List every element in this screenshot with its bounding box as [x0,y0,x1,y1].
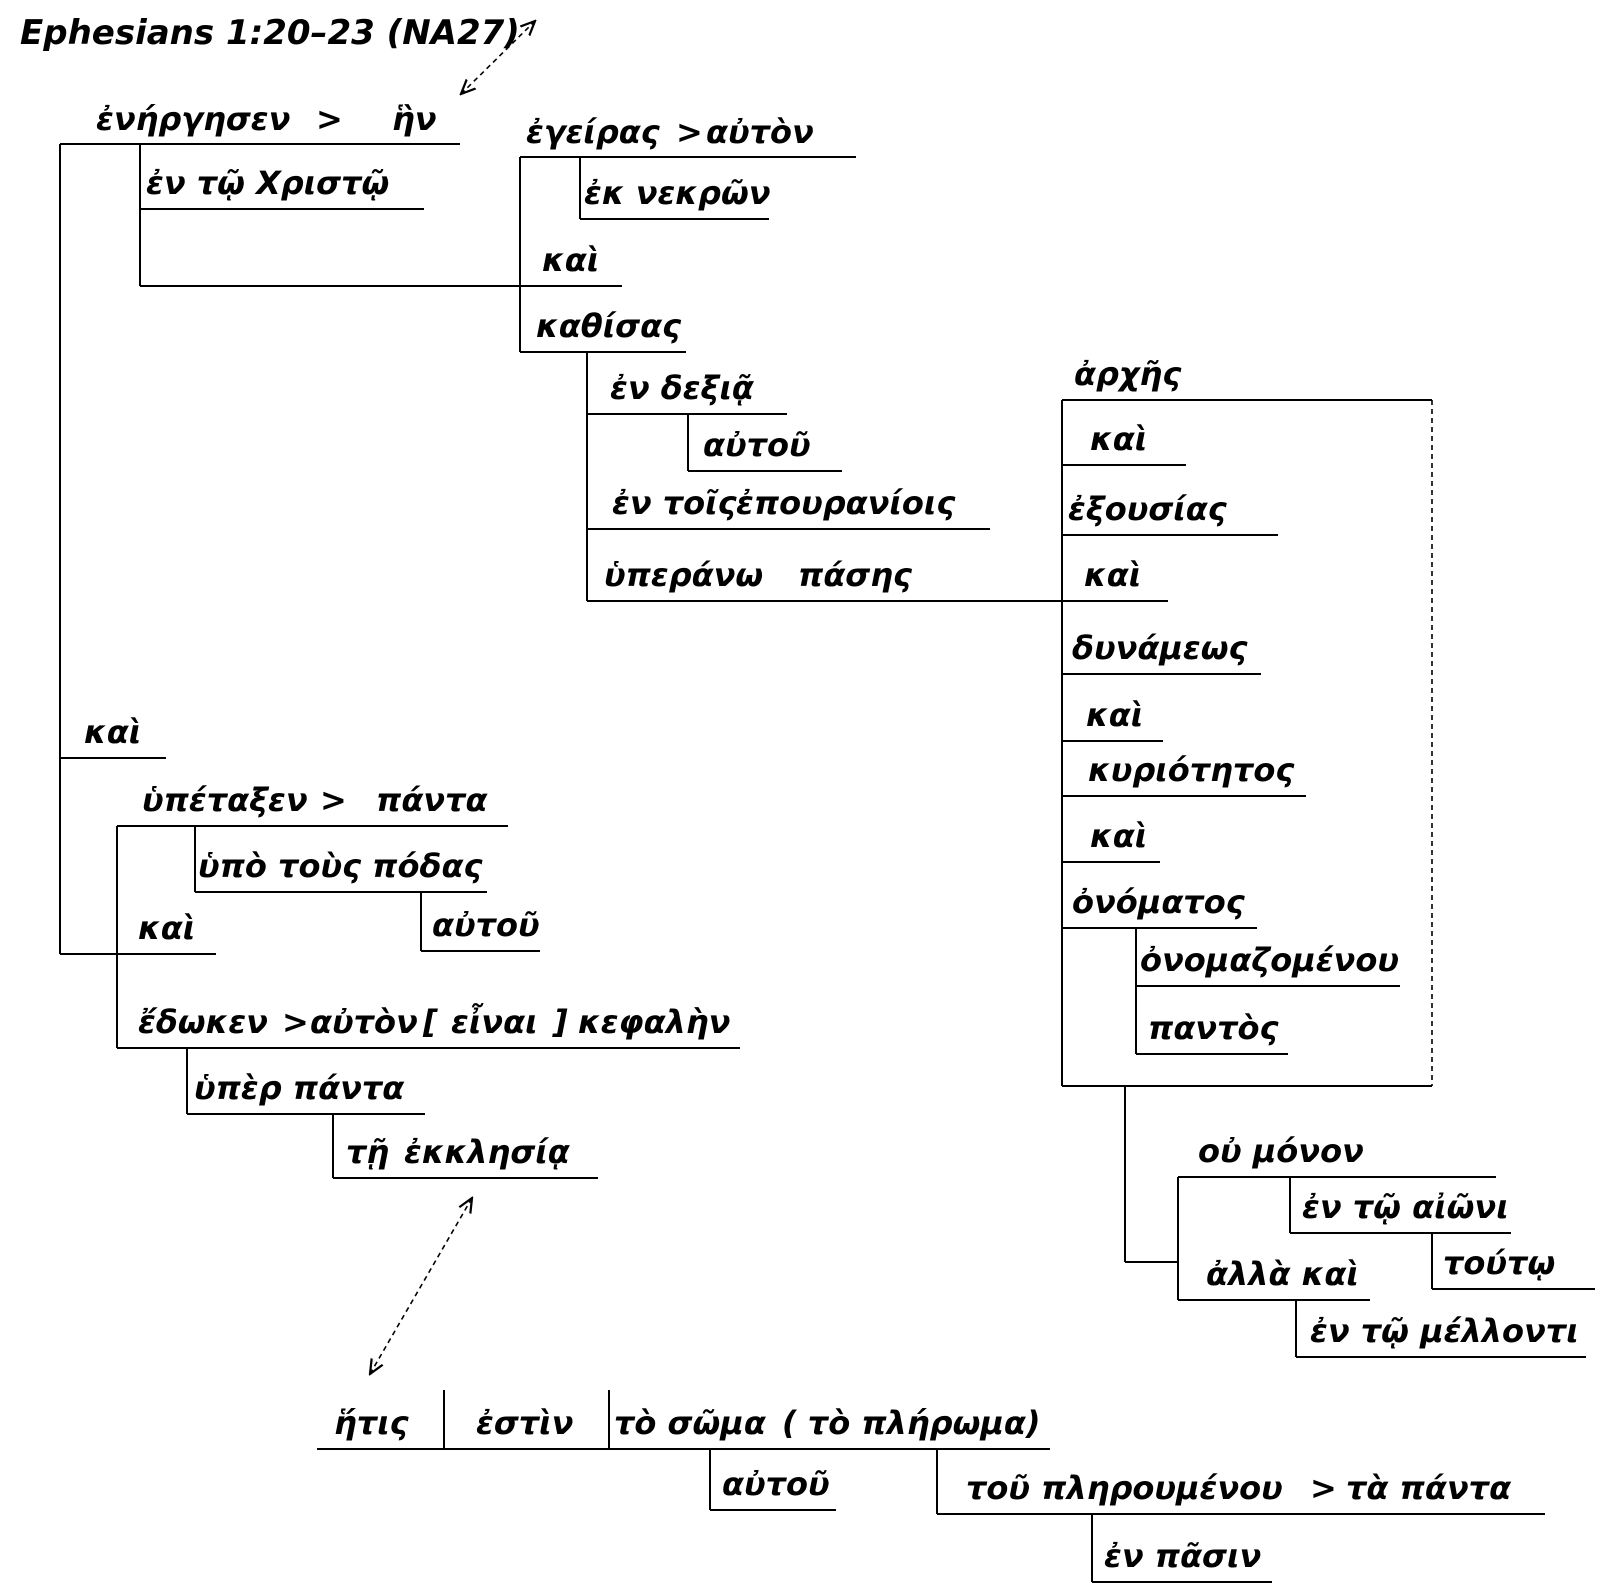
word-kai-c: καὶ [1086,696,1143,734]
word-gt-5: > [1310,1469,1337,1507]
word-exousias: ἐξουσίας [1068,490,1228,528]
word-hypetaxen: ὑπέταξεν [142,781,308,819]
word-ekklesia: ἐκκλησίᾳ [404,1133,571,1171]
word-tou-pleroumenou: τοῦ πληρουμένου [966,1469,1283,1507]
diagram-title: Ephesians 1:20–23 (NA27) [20,13,520,53]
word-alla-kai: ἀλλὰ καὶ [1206,1255,1359,1293]
word-hypo-tous-podas: ὑπὸ τοὺς πόδας [198,847,483,885]
word-kai-d: καὶ [1090,817,1147,855]
word-kai-2: καὶ [84,713,141,751]
word-epouraniois: ἐπουρανίοις [736,484,956,522]
word-hyper-panta: ὑπὲρ πάντα [194,1069,405,1107]
word-te: τῇ [346,1133,389,1171]
word-en-to-mellonti: ἐν τῷ μέλλοντι [1310,1312,1579,1350]
word-panta-1: πάντα [376,781,489,819]
word-gt-3: > [320,781,347,819]
word-bracket-close: ] [552,1003,568,1041]
word-bracket-open: [ [422,1003,438,1041]
word-gt-1: > [316,100,343,138]
word-kai-a: καὶ [1090,420,1147,458]
word-en-to-aioni: ἐν τῷ αἰῶνι [1302,1188,1509,1226]
diagram-lines [59,143,1595,1583]
word-edoken: ἔδωκεν [138,1003,268,1041]
word-onomazomenou: ὀνομαζομένου [1140,941,1399,979]
word-pases: πάσης [798,556,913,594]
word-gt-4: > [282,1003,309,1041]
word-hen: ἣν [392,100,437,138]
word-auton-1: αὐτὸν [706,113,814,151]
word-arches: ἀρχῆς [1074,355,1182,393]
word-egeiras: ἐγείρας [526,113,661,151]
word-energesen: ἐνήργησεν [96,100,290,138]
word-kyriotetos: κυριότητος [1088,751,1295,789]
word-ou-monon: οὐ μόνον [1198,1132,1364,1170]
word-kathisas: καθίσας [536,307,682,345]
word-en-to-christo: ἐν τῷ Χριστῷ [146,164,389,202]
word-kai-b: καὶ [1084,556,1141,594]
word-estin: ἐστὶν [476,1404,573,1442]
word-to-pleroma: ( τὸ πλήρωμα) [782,1404,1041,1442]
word-en-dexia: ἐν δεξιᾷ [610,369,755,407]
word-kai-1: καὶ [542,241,599,279]
word-to-soma: τὸ σῶμα [614,1404,767,1442]
word-ta-panta: τὰ πάντα [1346,1469,1512,1507]
connector-arrow-bottom [370,1198,472,1374]
word-autou-1: αὐτοῦ [703,426,811,464]
word-auton-2: αὐτὸν [310,1003,418,1041]
word-hyperano: ὑπεράνω [604,556,763,594]
word-einai: εἶναι [451,1002,538,1041]
word-kephalen: κεφαλὴν [578,1003,730,1041]
word-gt-2: > [676,113,703,151]
word-autou-2: αὐτοῦ [432,906,540,944]
word-dynameos: δυνάμεως [1072,629,1249,667]
word-en-tois: ἐν τοῖς [612,484,738,522]
word-autou-3: αὐτοῦ [722,1465,830,1503]
word-touto: τούτῳ [1443,1244,1555,1282]
word-hetis: ἥτις [334,1404,410,1442]
word-onomatos: ὀνόματος [1072,883,1246,921]
word-ek-nekron: ἐκ νεκρῶν [584,174,771,212]
word-pantos: παντὸς [1148,1009,1280,1047]
word-en-pasin: ἐν πᾶσιν [1104,1537,1261,1575]
diagram-words: ἐνήργησεν > ἣν ἐν τῷ Χριστῷ ἐγείρας > αὐ… [84,100,1579,1575]
word-kai-3: καὶ [138,909,195,947]
